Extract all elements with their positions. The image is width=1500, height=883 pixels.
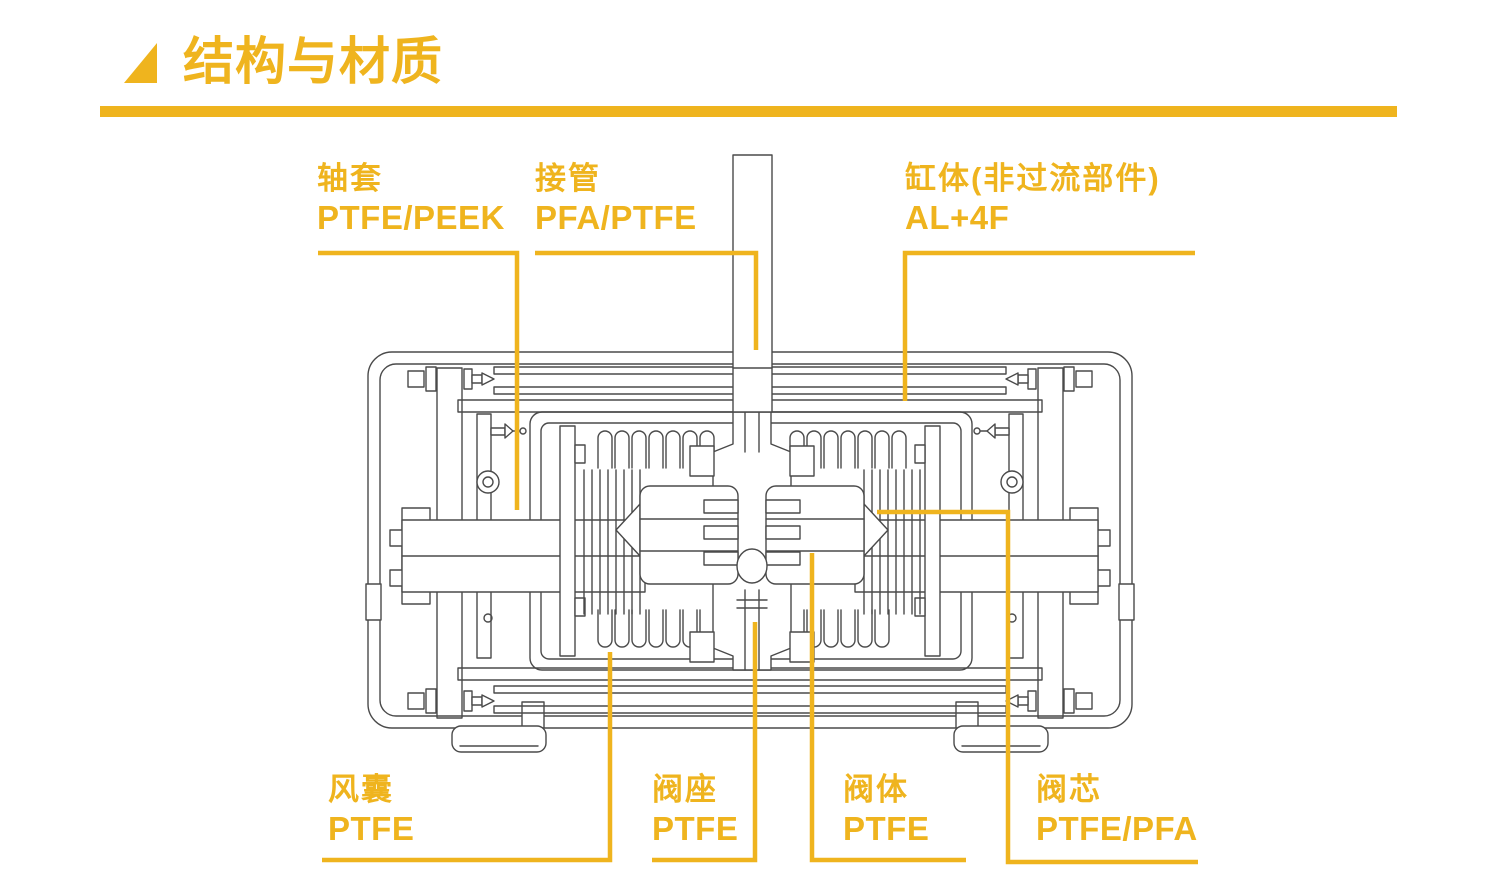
leader-line-cylinder-body: [902, 250, 1195, 401]
leader-line-shaft-sleeve: [318, 250, 520, 510]
valve-body-column: [689, 411, 815, 671]
clamp-plates: [559, 425, 941, 657]
page-title: 结构与材质: [183, 33, 444, 90]
valve-cores: [615, 485, 889, 585]
label-connection-pipe: 接管 PFA/PTFE: [535, 159, 697, 238]
label-air-bellows: 风囊 PTFE: [328, 770, 414, 849]
part-name: 风囊: [328, 772, 394, 807]
label-valve-body: 阀体 PTFE: [843, 770, 929, 849]
part-name: 缸体(非过流部件): [905, 161, 1161, 196]
leader-line-valve-seat: [652, 622, 758, 863]
part-material: PTFE: [652, 810, 739, 847]
part-name: 阀座: [652, 772, 718, 807]
corner-bolts: [407, 366, 1093, 714]
part-material: PTFE/PFA: [1036, 810, 1198, 847]
part-name: 接管: [535, 161, 601, 196]
leader-line-valve-body: [809, 553, 966, 863]
leader-line-valve-core: [877, 509, 1198, 865]
part-name: 阀芯: [1036, 772, 1102, 807]
part-name: 阀体: [843, 772, 909, 807]
part-material: PTFE: [843, 810, 930, 847]
part-material: PFA/PTFE: [535, 199, 697, 236]
part-name: 轴套: [317, 161, 383, 196]
title-underline-rule: [100, 106, 1397, 117]
label-cylinder-body: 缸体(非过流部件) AL+4F: [905, 159, 1161, 238]
part-material: PTFE: [328, 810, 415, 847]
leader-line-air-bellows: [322, 652, 613, 863]
leader-lines: [318, 250, 1198, 865]
label-shaft-sleeve: 轴套 PTFE/PEEK: [317, 159, 505, 238]
part-material: PTFE/PEEK: [317, 199, 505, 236]
connection-pipe-shape: [732, 154, 773, 413]
leader-line-connection-pipe: [535, 250, 759, 350]
label-valve-seat: 阀座 PTFE: [652, 770, 738, 849]
label-valve-core: 阀芯 PTFE/PFA: [1036, 770, 1198, 849]
part-material: AL+4F: [905, 199, 1010, 236]
valve-ball: [736, 548, 768, 584]
